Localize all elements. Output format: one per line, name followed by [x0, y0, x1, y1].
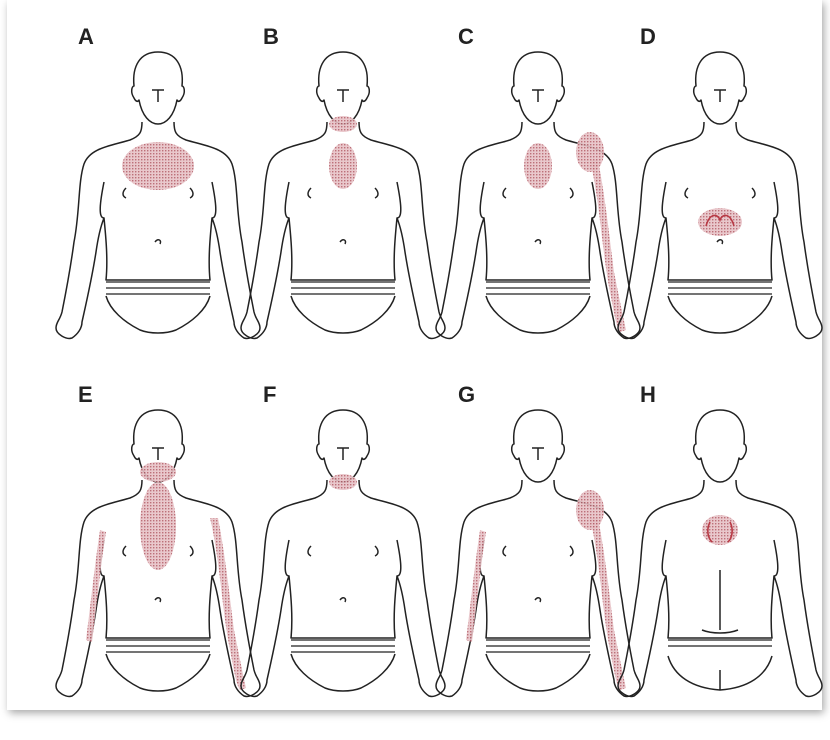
panel-label: F — [263, 382, 276, 408]
figure-frame: A B C D E F G H — [0, 0, 830, 717]
panel-label: D — [640, 24, 656, 50]
body-navel — [340, 598, 346, 602]
panel-a: A — [60, 12, 256, 352]
panel-g: G — [440, 370, 636, 710]
body-nip — [308, 188, 378, 198]
body-belt — [486, 640, 590, 652]
body-figure-front — [622, 42, 818, 382]
pain-region-right-arm — [466, 530, 486, 642]
panel-label: A — [78, 24, 94, 50]
panel-label: E — [78, 382, 93, 408]
body-figure-front — [245, 42, 441, 382]
pain-region-left-shoulder — [576, 132, 604, 172]
body-belt — [668, 282, 772, 294]
body-briefs — [486, 296, 590, 333]
pain-region-neck — [329, 116, 357, 132]
body-torso — [241, 480, 445, 696]
body-navel — [340, 240, 346, 244]
body-belt — [106, 282, 210, 294]
body-navel — [717, 240, 723, 244]
body-briefs — [106, 296, 210, 333]
pain-region-left-arm — [590, 160, 626, 332]
body-armR — [774, 540, 778, 576]
body-nip — [308, 546, 378, 556]
pain-region-chest-wide — [122, 142, 194, 190]
body-briefs — [291, 654, 395, 691]
pain-region-left-shoulder — [576, 490, 604, 530]
body-belt — [668, 640, 772, 646]
body-armL — [285, 182, 289, 218]
body-nip — [685, 188, 755, 198]
body-briefs — [668, 296, 772, 333]
pain-region-sternum — [329, 143, 357, 189]
body-armL — [100, 182, 104, 218]
body-head — [512, 52, 565, 124]
body-figure-front — [60, 400, 256, 740]
body-navel — [155, 240, 161, 244]
body-buttocks — [668, 656, 772, 690]
body-spine — [702, 570, 738, 633]
body-navel — [535, 598, 541, 602]
panel-b: B — [245, 12, 441, 352]
pain-region-sternum-long — [140, 482, 176, 570]
body-head — [694, 52, 747, 124]
pain-region-right-arm — [86, 530, 106, 642]
body-belt — [106, 640, 210, 652]
panel-f: F — [245, 370, 441, 710]
body-armR — [592, 540, 596, 576]
panel-label: C — [458, 24, 474, 50]
body-head — [512, 410, 565, 482]
panel-label: G — [458, 382, 475, 408]
body-armL — [480, 182, 484, 218]
body-armL — [285, 540, 289, 576]
pain-region-sternum — [524, 143, 552, 189]
body-figure-front — [60, 42, 256, 382]
panel-d: D — [622, 12, 818, 352]
body-belt — [291, 640, 395, 652]
panel-h: H — [622, 370, 818, 710]
body-navel — [535, 240, 541, 244]
body-armR — [212, 540, 216, 576]
body-armL — [662, 182, 666, 218]
body-armR — [774, 182, 778, 218]
body-nip — [503, 188, 573, 198]
panel-c: C — [440, 12, 636, 352]
body-figure-back — [622, 400, 818, 740]
pain-region-left-arm — [210, 518, 246, 690]
body-armL — [662, 540, 666, 576]
body-briefs — [486, 654, 590, 691]
pain-region-neck — [329, 474, 357, 490]
pain-region-left-arm — [590, 518, 626, 690]
body-figure-front — [245, 400, 441, 740]
body-belt — [291, 282, 395, 294]
body-nip — [503, 546, 573, 556]
body-briefs — [106, 654, 210, 691]
body-figure-front — [440, 42, 636, 382]
body-briefs — [291, 296, 395, 333]
body-armR — [397, 182, 401, 218]
body-navel — [155, 598, 161, 602]
body-head — [317, 410, 370, 482]
body-head — [694, 410, 747, 482]
panel-e: E — [60, 370, 256, 710]
body-head — [317, 52, 370, 124]
body-figure-front — [440, 400, 636, 740]
body-armR — [592, 182, 596, 218]
panel-label: H — [640, 382, 656, 408]
body-armR — [212, 182, 216, 218]
body-head — [132, 52, 185, 124]
body-belt — [486, 282, 590, 294]
pain-region-jaw — [140, 462, 176, 482]
body-armR — [397, 540, 401, 576]
body-torso — [436, 480, 640, 696]
panel-label: B — [263, 24, 279, 50]
